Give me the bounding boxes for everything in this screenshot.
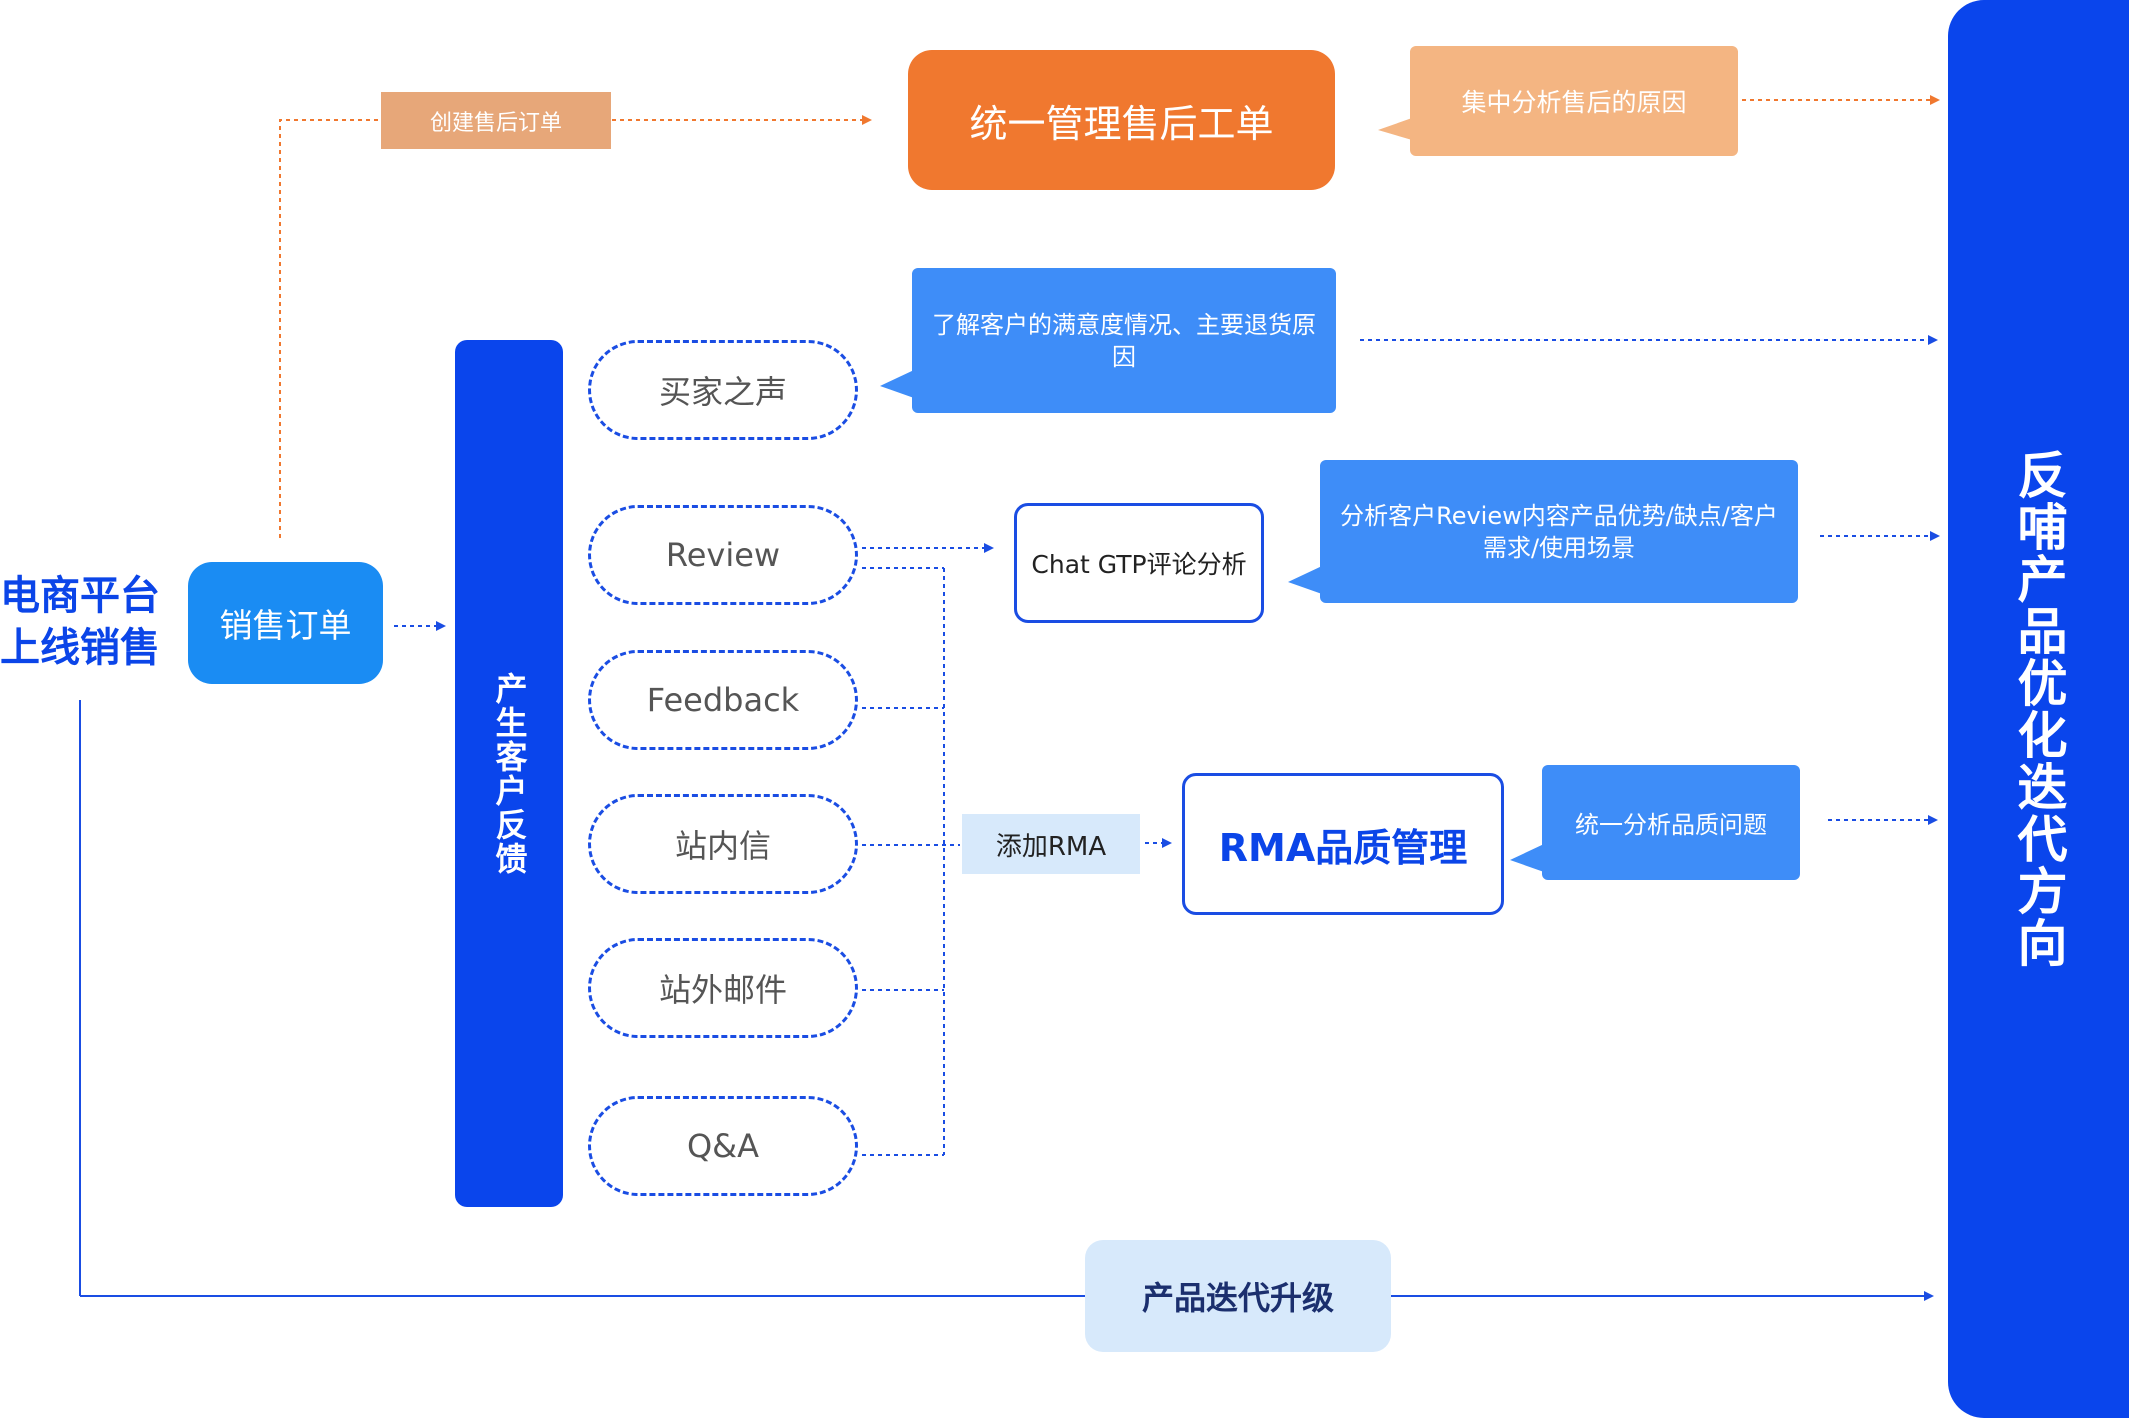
channel-qa: Q&A [588,1096,858,1196]
orange-connector-up [279,119,380,538]
channel-feedback: Feedback [588,650,858,750]
product-optimization-bar: 反哺产品优化迭代方向 [1948,0,2129,1418]
after-sales-callout-pointer [1378,118,1412,140]
platform-title: 电商平台上线销售 [0,573,160,671]
channel-site-message: 站内信 [588,794,858,894]
channel-buyer-voice: 买家之声 [588,340,858,440]
sales-order-box: 销售订单 [188,562,383,684]
review-analysis-callout-pointer [1288,566,1322,594]
quality-analysis-callout: 统一分析品质问题 [1542,765,1800,880]
satisfaction-callout-pointer [880,370,914,398]
customer-feedback-bar: 产生客户反馈 [455,340,563,1207]
product-upgrade-box: 产品迭代升级 [1085,1240,1391,1352]
channel-external-email: 站外邮件 [588,938,858,1038]
analyze-reason-callout: 集中分析售后的原因 [1410,46,1738,156]
create-after-sales-order-label: 创建售后订单 [381,92,611,149]
chatgpt-analysis-box: Chat GTP评论分析 [1014,503,1264,623]
quality-callout-pointer [1510,844,1544,872]
rma-quality-box: RMA品质管理 [1182,773,1504,915]
add-rma-label: 添加RMA [962,814,1140,874]
satisfaction-callout: 了解客户的满意度情况、主要退货原因 [912,268,1336,413]
review-analysis-callout: 分析客户Review内容产品优势/缺点/客户需求/使用场景 [1320,460,1798,603]
after-sales-ticket-box: 统一管理售后工单 [908,50,1335,190]
channel-review: Review [588,505,858,605]
